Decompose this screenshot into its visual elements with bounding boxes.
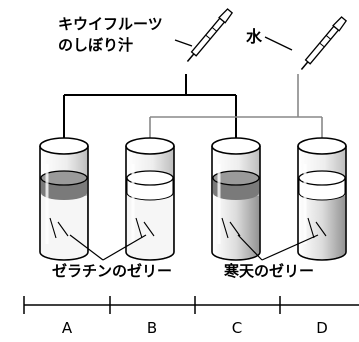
kiwi-juice-label-line2: のしぼり汁 xyxy=(58,36,133,54)
kiwi-label-leader xyxy=(174,39,193,47)
tube-label-c: C xyxy=(232,319,242,337)
agar-jelly-label: 寒天のゼリー xyxy=(224,262,314,280)
tube-group xyxy=(39,137,347,261)
tube-label-d: D xyxy=(316,319,328,337)
water-dropper-icon xyxy=(300,16,348,70)
gelatin-jelly-label: ゼラチンのゼリー xyxy=(52,262,172,280)
gel-leaders xyxy=(69,234,319,261)
test-tube-b xyxy=(125,137,175,261)
tube-label-a: A xyxy=(62,319,73,337)
kiwi-juice-label-line1: キウイフルーツ xyxy=(58,15,163,33)
water-label-leader xyxy=(264,36,293,51)
water-label: 水 xyxy=(246,27,263,46)
test-tube-c xyxy=(211,137,261,261)
tube-label-b: B xyxy=(147,319,157,337)
tube-bracket xyxy=(23,296,359,314)
test-tube-a xyxy=(39,137,89,261)
kiwi-dropper-icon xyxy=(186,8,234,62)
test-tube-d xyxy=(297,137,347,261)
